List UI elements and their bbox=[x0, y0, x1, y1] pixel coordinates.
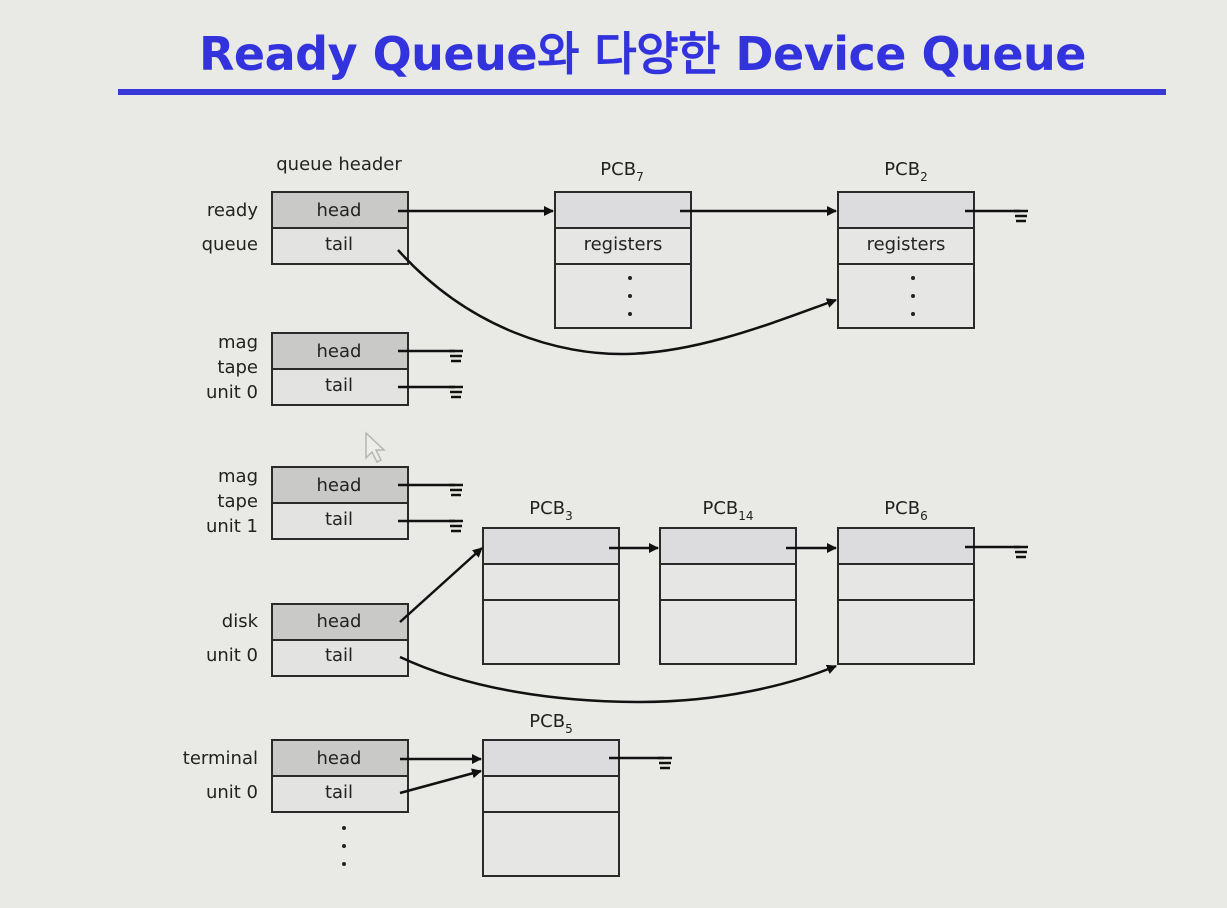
ready-tail-arrow bbox=[397, 249, 837, 356]
head-label: head bbox=[317, 341, 362, 362]
pcb-3: PCB3 bbox=[482, 498, 620, 665]
pcb-5: PCB5 bbox=[482, 711, 620, 877]
head-label: head bbox=[317, 611, 362, 632]
null-ground-icon bbox=[609, 756, 672, 770]
queue-label-line: queue bbox=[202, 234, 258, 255]
pcb-label: PCB14 bbox=[702, 498, 753, 523]
queue-label-line: unit 0 bbox=[206, 645, 258, 666]
tail-label: tail bbox=[325, 375, 353, 396]
tail-label: tail bbox=[325, 509, 353, 530]
queue-label-line: tape bbox=[217, 357, 258, 378]
disk-head-arrow bbox=[399, 547, 483, 623]
null-ground-icon bbox=[965, 209, 1028, 223]
queue-label-line: ready bbox=[207, 200, 259, 221]
pcb-label: PCB2 bbox=[884, 159, 927, 184]
pcb-6: PCB6 bbox=[837, 498, 975, 665]
disk-unit-0-queue: disk unit 0 head tail bbox=[206, 603, 409, 677]
queue-label-line: tape bbox=[217, 491, 258, 512]
pcb-label: PCB5 bbox=[529, 711, 572, 736]
terminal-unit-0-queue: terminal unit 0 head tail bbox=[183, 739, 409, 813]
pcb-2: PCB2 registers bbox=[837, 159, 975, 329]
null-ground-icon bbox=[965, 545, 1028, 559]
disk-tail-arrow bbox=[399, 655, 837, 704]
null-ground-icon bbox=[398, 519, 463, 533]
head-cell bbox=[271, 191, 409, 229]
queue-label-line: unit 0 bbox=[206, 782, 258, 803]
pcb-label: PCB3 bbox=[529, 498, 572, 523]
queue-label-line: unit 1 bbox=[206, 516, 258, 537]
null-ground-icon bbox=[398, 385, 463, 399]
queue-label-line: terminal bbox=[183, 748, 258, 769]
head-label: head bbox=[317, 200, 362, 221]
tail-label: tail bbox=[325, 234, 353, 255]
terminal-tail-arrow bbox=[399, 768, 482, 795]
mouse-cursor-icon bbox=[365, 431, 386, 464]
slide-title: Ready Queue와 다양한 Device Queue bbox=[198, 27, 1087, 81]
head-label: head bbox=[317, 748, 362, 769]
registers-label: registers bbox=[584, 234, 663, 255]
tail-label: tail bbox=[325, 782, 353, 803]
queue-label-line: disk bbox=[222, 611, 259, 632]
registers-label: registers bbox=[867, 234, 946, 255]
mag-tape-unit-1-queue: mag tape unit 1 head tail bbox=[206, 466, 463, 540]
pcb-7: PCB7 registers bbox=[554, 159, 692, 329]
queue-label-line: mag bbox=[218, 332, 258, 353]
null-ground-icon bbox=[398, 483, 463, 497]
ready-queue: ready queue head tail bbox=[202, 191, 409, 265]
tail-label: tail bbox=[325, 645, 353, 666]
mag-tape-unit-0-queue: mag tape unit 0 head tail bbox=[206, 332, 463, 406]
tail-cell bbox=[271, 227, 409, 265]
queue-label-line: mag bbox=[218, 466, 258, 487]
null-ground-icon bbox=[398, 349, 463, 363]
pcb-label: PCB7 bbox=[600, 159, 643, 184]
continuation-dots bbox=[342, 826, 346, 866]
head-label: head bbox=[317, 475, 362, 496]
title-underline bbox=[118, 89, 1166, 95]
queue-label-line: unit 0 bbox=[206, 382, 258, 403]
pcb-label: PCB6 bbox=[884, 498, 927, 523]
pcb-14: PCB14 bbox=[659, 498, 797, 665]
queue-header-caption: queue header bbox=[276, 154, 402, 175]
